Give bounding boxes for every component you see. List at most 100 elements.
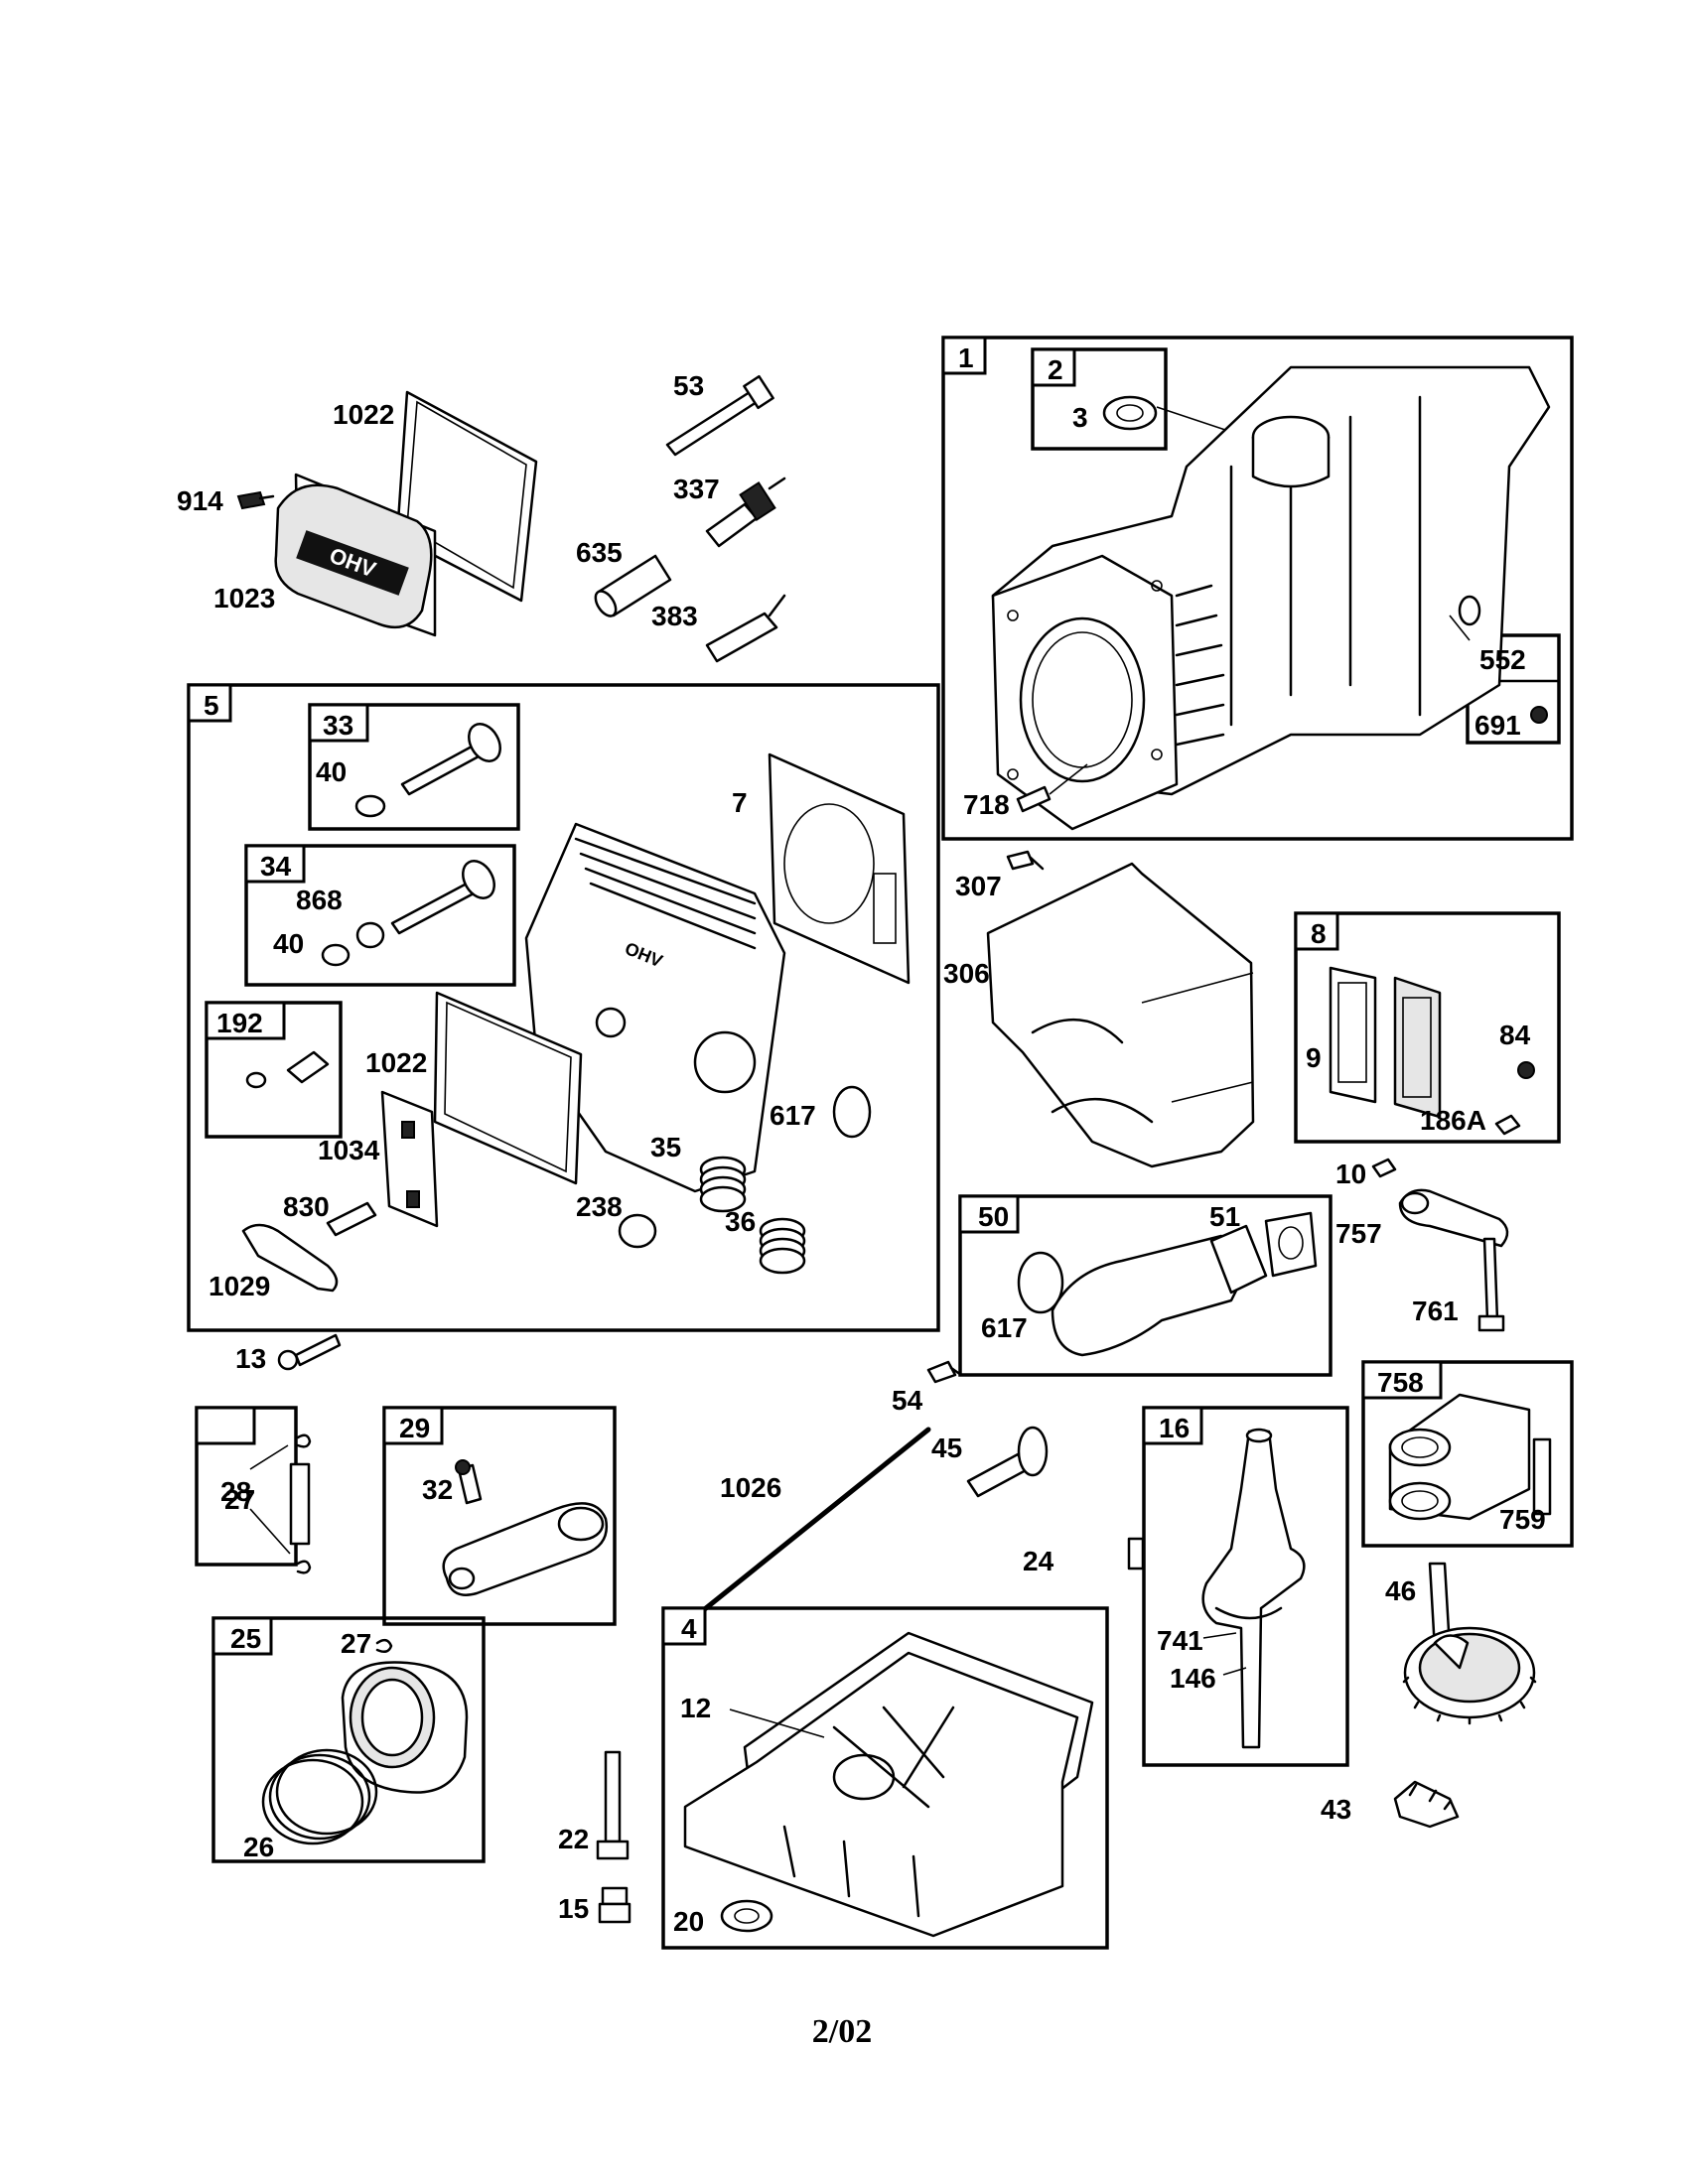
label-718: 718 xyxy=(963,789,1010,820)
label-25: 25 xyxy=(230,1623,261,1654)
label-1022-box5: 1022 xyxy=(365,1047,427,1078)
label-7: 7 xyxy=(732,787,748,818)
label-238: 238 xyxy=(576,1191,623,1222)
label-635: 635 xyxy=(576,537,623,568)
rocker-stud xyxy=(326,1201,377,1237)
piston-ring-2 xyxy=(268,1753,371,1841)
key-24 xyxy=(1127,1537,1145,1570)
piston-pin xyxy=(289,1462,311,1546)
bracket-pin xyxy=(1532,1437,1552,1516)
label-306: 306 xyxy=(943,958,990,989)
drain-plug-small xyxy=(1530,706,1548,724)
label-51: 51 xyxy=(1209,1201,1240,1232)
label-2: 2 xyxy=(1048,354,1063,385)
label-1022-gasket: 1022 xyxy=(333,399,394,430)
label-27-box25: 27 xyxy=(341,1628,371,1659)
valve-retainer-2 xyxy=(321,943,351,967)
screw-10 xyxy=(1371,1158,1397,1178)
breather-nut xyxy=(1517,1061,1535,1079)
label-36: 36 xyxy=(725,1206,756,1237)
label-1023: 1023 xyxy=(213,583,275,614)
label-43: 43 xyxy=(1321,1794,1351,1825)
label-552: 552 xyxy=(1479,644,1526,675)
bolt-22 xyxy=(596,1750,630,1860)
intake-manifold xyxy=(1051,1234,1253,1357)
page-footer-date: 2/02 xyxy=(811,2013,873,2050)
label-32: 32 xyxy=(422,1474,453,1505)
label-617-box50: 617 xyxy=(981,1312,1028,1343)
label-84: 84 xyxy=(1499,1020,1531,1050)
governor-gear-43 xyxy=(1393,1780,1460,1829)
label-40-top: 40 xyxy=(316,756,347,787)
breather-screw xyxy=(1494,1114,1521,1136)
label-5: 5 xyxy=(204,690,219,721)
tappet-45 xyxy=(966,1426,1049,1498)
box-8-breather xyxy=(1294,911,1561,1144)
intake-gasket xyxy=(1264,1211,1318,1278)
label-146: 146 xyxy=(1170,1663,1216,1694)
governor-group xyxy=(1371,1158,1509,1332)
crankshaft xyxy=(1201,1430,1306,1749)
shroud-bolt xyxy=(1006,850,1035,871)
label-1: 1 xyxy=(958,342,974,373)
box-5-cylinder-head: OHV xyxy=(187,683,940,1332)
box-16-crankshaft xyxy=(1142,1406,1349,1767)
head-fitting xyxy=(286,1050,330,1084)
valve-spring-36 xyxy=(759,1217,806,1275)
intake-o-ring xyxy=(1017,1251,1064,1314)
label-741: 741 xyxy=(1157,1625,1203,1656)
o-ring xyxy=(832,1085,872,1139)
label-34: 34 xyxy=(260,851,292,882)
label-3: 3 xyxy=(1072,402,1088,433)
drain-plug-15 xyxy=(598,1886,632,1924)
label-33: 33 xyxy=(323,710,353,741)
label-868: 868 xyxy=(296,885,343,915)
intake-valve xyxy=(390,882,476,935)
valve-cap xyxy=(618,1213,657,1249)
box-1-engine-block xyxy=(941,336,1574,841)
label-830: 830 xyxy=(283,1191,330,1222)
label-46: 46 xyxy=(1385,1575,1416,1606)
label-1034: 1034 xyxy=(318,1135,380,1165)
label-27-box28: 27 xyxy=(224,1484,255,1515)
valve-seal xyxy=(355,921,385,949)
label-8: 8 xyxy=(1311,918,1327,949)
label-28: 28 xyxy=(220,1476,251,1507)
rocker-cover-group: OHV xyxy=(236,390,538,637)
bolt-13 xyxy=(277,1333,342,1371)
bolt-54 xyxy=(926,1360,963,1384)
sump-oil-seal xyxy=(720,1899,773,1933)
rocker-arm xyxy=(241,1223,339,1293)
shroud xyxy=(986,862,1255,1168)
label-16: 16 xyxy=(1159,1413,1190,1443)
label-35: 35 xyxy=(650,1132,681,1162)
label-617-box5: 617 xyxy=(770,1100,816,1131)
oil-seal xyxy=(1102,395,1158,431)
label-53: 53 xyxy=(673,370,704,401)
label-54: 54 xyxy=(892,1385,923,1416)
breather-tube xyxy=(665,390,759,457)
valve-spring-35 xyxy=(699,1156,747,1213)
valve-retainer-1 xyxy=(354,794,386,818)
label-12: 12 xyxy=(680,1693,711,1723)
label-383: 383 xyxy=(651,601,698,631)
label-337: 337 xyxy=(673,474,720,504)
label-13: 13 xyxy=(235,1343,266,1374)
box-50-intake xyxy=(958,1194,1333,1377)
cover-bolt xyxy=(236,490,266,510)
label-691: 691 xyxy=(1474,710,1521,741)
label-45: 45 xyxy=(931,1433,962,1463)
label-26: 26 xyxy=(243,1832,274,1862)
spark-plug-group xyxy=(594,374,786,663)
label-914: 914 xyxy=(177,485,223,516)
dowel-pin xyxy=(1016,785,1052,813)
camshaft-46 xyxy=(1402,1562,1537,1725)
label-24: 24 xyxy=(1023,1546,1054,1576)
label-186A: 186A xyxy=(1420,1105,1486,1136)
rocker-plate xyxy=(380,1090,439,1228)
label-15: 15 xyxy=(558,1893,589,1924)
label-758: 758 xyxy=(1377,1367,1424,1398)
head-gasket xyxy=(768,752,911,985)
box-4-sump xyxy=(661,1606,1109,1950)
